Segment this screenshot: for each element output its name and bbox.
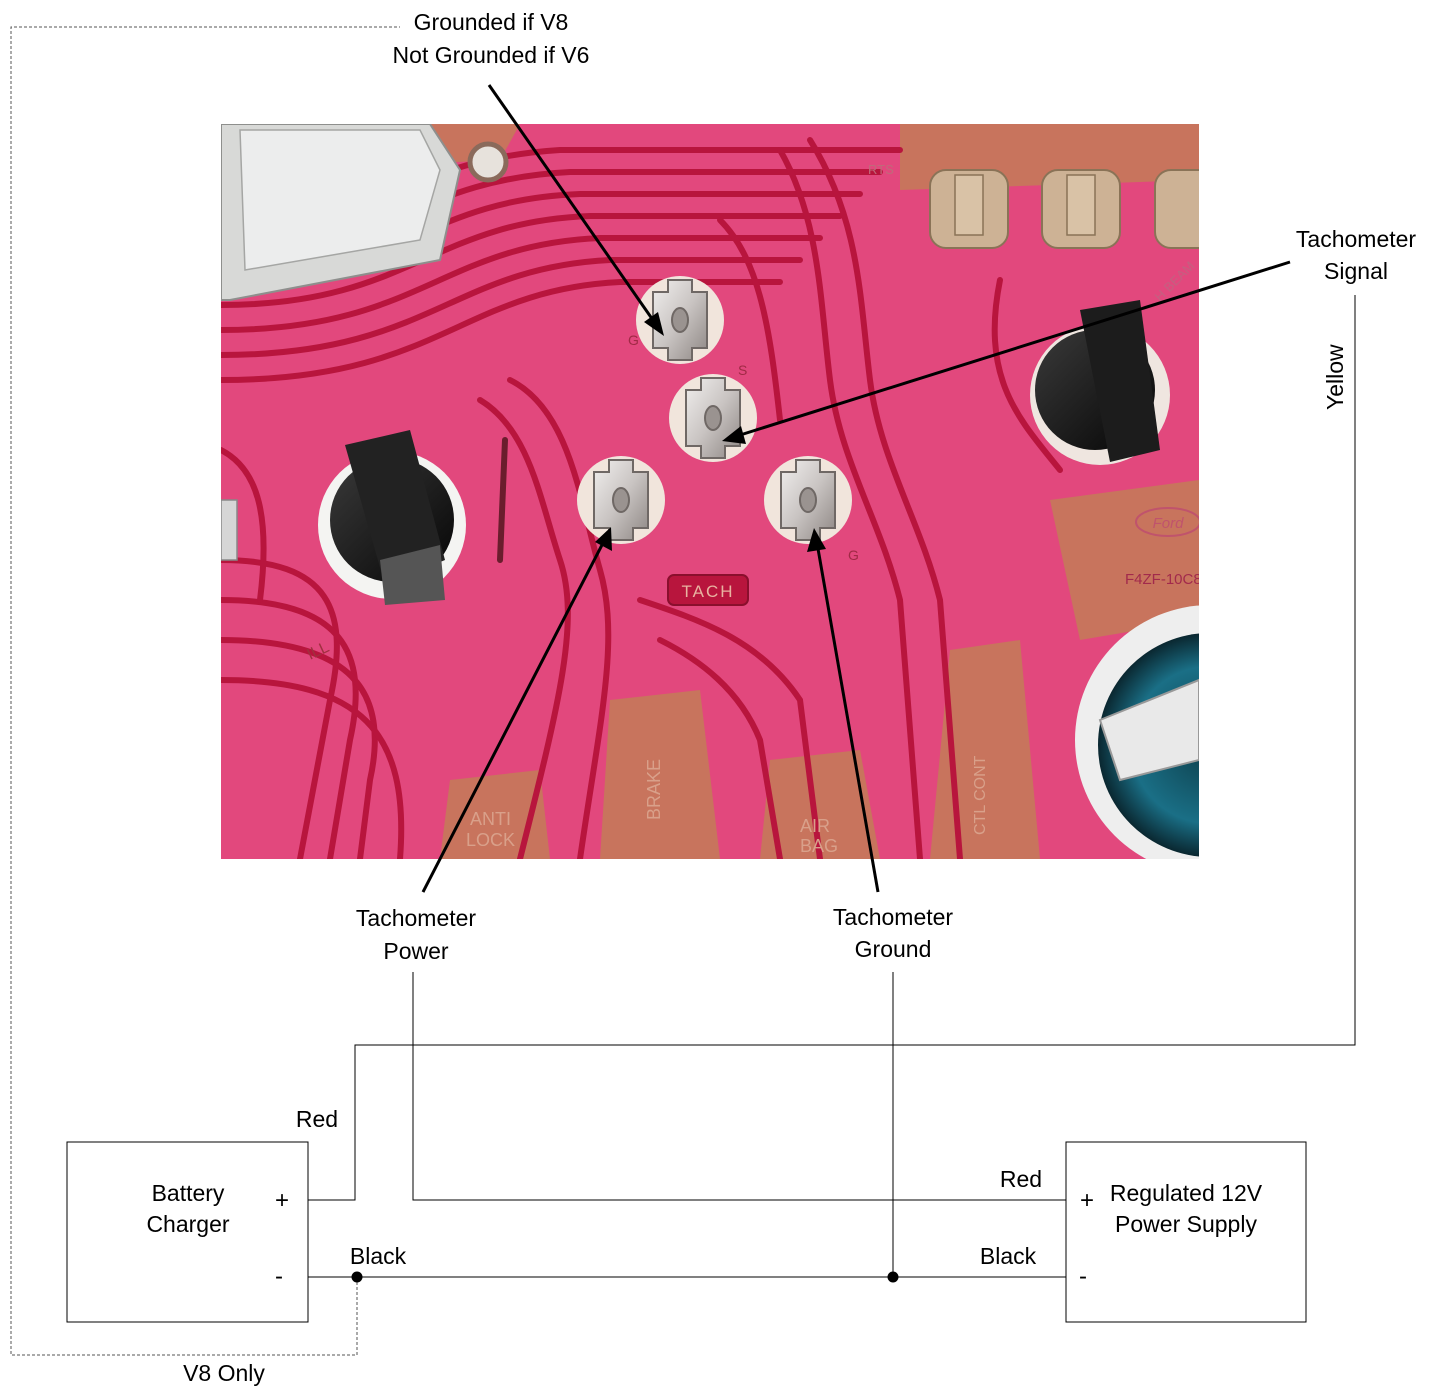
red-wire-label-left: Red — [296, 1106, 338, 1132]
ground-label-line1: Tachometer — [833, 904, 954, 930]
circuit-board-photo: TACH ILL RTS G S G ANTI LOCK AIR BAG BRA… — [221, 124, 1202, 859]
battery-charger-box — [66, 1141, 309, 1323]
signal-label-line1: Tachometer — [1296, 226, 1417, 252]
silk-anti-2: LOCK — [466, 830, 515, 850]
supply-plus-terminal: + — [1080, 1187, 1094, 1214]
left-knob — [318, 430, 466, 605]
silk-g1: G — [628, 332, 639, 348]
gauge-opening — [1075, 605, 1199, 859]
power-supply-box — [1065, 1141, 1307, 1323]
red-wire-label-right: Red — [1000, 1166, 1042, 1192]
silk-air-2: BAG — [800, 836, 838, 856]
junction-dot-right — [887, 1271, 899, 1283]
arrowhead-signal — [722, 426, 746, 444]
arrowhead-power — [595, 527, 612, 551]
black-wire-label-left: Black — [350, 1243, 407, 1269]
arrowhead-grounded — [644, 312, 664, 336]
silk-ford: Ford — [1153, 515, 1185, 532]
mounting-hole — [467, 141, 509, 183]
wires — [308, 295, 1356, 1278]
silk-brake: BRAKE — [644, 759, 664, 820]
bulb-sockets — [929, 169, 1199, 249]
black-wire-label-right: Black — [980, 1243, 1037, 1269]
grounded-label-line2: Not Grounded if V6 — [393, 42, 590, 68]
grounded-label-line1: Grounded if V8 — [414, 9, 569, 35]
v8-only-label: V8 Only — [183, 1360, 265, 1386]
silk-tach: TACH — [681, 582, 734, 601]
silk-anti-1: ANTI — [470, 809, 511, 829]
v8-ground-dashed-wire — [10, 26, 400, 1356]
red-power-wire — [412, 972, 1066, 1201]
signal-label-line2: Signal — [1324, 258, 1388, 284]
silk-ctl: CTL CONT — [972, 755, 989, 835]
silk-air-1: AIR — [800, 816, 830, 836]
right-knob — [1030, 300, 1170, 465]
charger-label-line1: Battery — [152, 1180, 225, 1206]
silk-g2: G — [848, 547, 859, 563]
charger-minus-terminal: - — [275, 1263, 283, 1290]
arrowhead-ground — [807, 528, 826, 552]
ground-label-line2: Ground — [855, 936, 932, 962]
yellow-signal-wire — [308, 295, 1356, 1201]
yellow-wire-label: Yellow — [1322, 344, 1348, 410]
silk-s: S — [738, 362, 747, 378]
silk-rts: RTS — [868, 162, 894, 177]
callout-arrows — [421, 84, 1291, 893]
silk-part: F4ZF-10C8 — [1125, 571, 1202, 588]
supply-label-line2: Power Supply — [1115, 1211, 1257, 1237]
connector-housing — [221, 124, 462, 301]
power-label-line2: Power — [383, 938, 449, 964]
supply-label-line1: Regulated 12V — [1110, 1180, 1263, 1206]
charger-plus-terminal: + — [275, 1187, 289, 1214]
tach-terminals — [593, 279, 836, 541]
charger-label-line2: Charger — [146, 1211, 229, 1237]
power-label-line1: Tachometer — [356, 905, 477, 931]
junction-dot-left — [351, 1271, 363, 1283]
supply-minus-terminal: - — [1079, 1263, 1087, 1290]
